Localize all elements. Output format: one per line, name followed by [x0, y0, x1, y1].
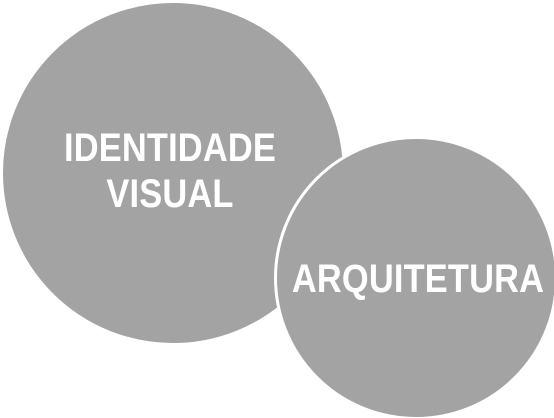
- arquitetura-circle: [274, 136, 554, 418]
- arquitetura-label-line-1: ARQUITETURA: [291, 257, 545, 301]
- arquitetura-label: ARQUITETURA: [289, 256, 547, 302]
- identidade-label-line-1: IDENTIDADE: [64, 126, 276, 170]
- identidade-visual-label: IDENTIDADE VISUAL: [50, 125, 291, 217]
- identidade-label-line-2: VISUAL: [106, 172, 234, 216]
